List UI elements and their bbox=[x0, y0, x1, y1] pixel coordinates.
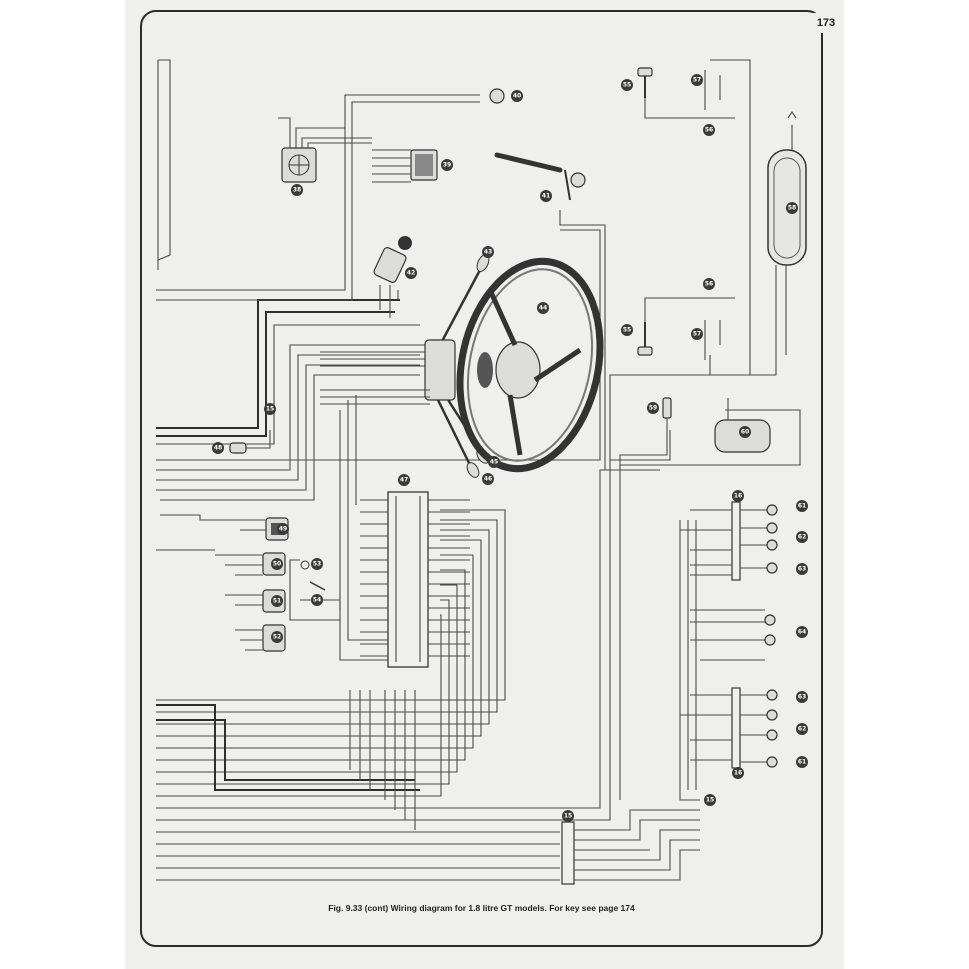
stalk-switches bbox=[320, 254, 490, 478]
svg-text:50: 50 bbox=[273, 561, 281, 568]
label-47: 47 bbox=[398, 474, 410, 486]
svg-text:59: 59 bbox=[649, 405, 657, 412]
handbrake-41 bbox=[494, 152, 606, 470]
svg-text:63: 63 bbox=[798, 694, 806, 701]
svg-text:16: 16 bbox=[734, 493, 742, 500]
svg-text:61: 61 bbox=[798, 503, 806, 510]
label-44: 44 bbox=[537, 302, 549, 314]
sender-40 bbox=[489, 88, 505, 104]
label-50: 50 bbox=[271, 558, 283, 570]
svg-text:16: 16 bbox=[734, 770, 742, 777]
plate-lights-64 bbox=[690, 609, 776, 661]
rear-light-cluster-bottom bbox=[679, 520, 778, 801]
label-61-top: 61 bbox=[796, 500, 808, 512]
label-43: 43 bbox=[482, 246, 494, 258]
label-59: 59 bbox=[647, 402, 659, 414]
svg-text:38: 38 bbox=[293, 187, 301, 194]
svg-text:46: 46 bbox=[484, 476, 492, 483]
label-15-left: 15 bbox=[264, 403, 276, 415]
label-55-top: 55 bbox=[621, 79, 633, 91]
svg-text:15: 15 bbox=[706, 797, 714, 804]
lamp-55-top bbox=[637, 59, 751, 375]
label-15-right: 15 bbox=[704, 794, 716, 806]
svg-text:39: 39 bbox=[443, 162, 451, 169]
label-63-top: 63 bbox=[796, 563, 808, 575]
switch-53 bbox=[289, 559, 340, 621]
connector-15-lower bbox=[561, 809, 700, 885]
label-55-bottom: 55 bbox=[621, 324, 633, 336]
label-41: 41 bbox=[540, 190, 552, 202]
label-48: 48 bbox=[212, 442, 224, 454]
svg-text:51: 51 bbox=[273, 598, 281, 605]
svg-text:52: 52 bbox=[273, 634, 281, 641]
label-63-bottom: 63 bbox=[796, 691, 808, 703]
label-49: 49 bbox=[277, 523, 289, 535]
figure-caption: Fig. 9.33 (cont) Wiring diagram for 1.8 … bbox=[328, 903, 635, 913]
label-16-top: 16 bbox=[732, 490, 744, 502]
fan-motor-38 bbox=[278, 117, 372, 183]
cigar-lighter-42 bbox=[373, 236, 412, 318]
label-42: 42 bbox=[405, 267, 417, 279]
svg-text:44: 44 bbox=[539, 305, 547, 312]
svg-text:54: 54 bbox=[313, 597, 321, 604]
fan-switch-39 bbox=[372, 149, 438, 183]
label-64: 64 bbox=[796, 626, 808, 638]
svg-text:57: 57 bbox=[693, 331, 701, 338]
svg-text:53: 53 bbox=[313, 561, 321, 568]
connector-48 bbox=[229, 430, 271, 454]
svg-text:61: 61 bbox=[798, 759, 806, 766]
label-38: 38 bbox=[291, 184, 303, 196]
svg-text:55: 55 bbox=[623, 327, 631, 334]
svg-text:62: 62 bbox=[798, 534, 806, 541]
svg-text:57: 57 bbox=[693, 77, 701, 84]
label-39: 39 bbox=[441, 159, 453, 171]
svg-text:41: 41 bbox=[542, 193, 550, 200]
label-16-bottom: 16 bbox=[732, 767, 744, 779]
page-number: 173 bbox=[809, 13, 843, 33]
svg-text:45: 45 bbox=[490, 459, 498, 466]
fuse-box-47 bbox=[339, 395, 470, 668]
label-57-bottom: 57 bbox=[691, 328, 703, 340]
svg-text:49: 49 bbox=[279, 526, 287, 533]
svg-text:15: 15 bbox=[564, 813, 572, 820]
svg-text:60: 60 bbox=[741, 429, 749, 436]
label-54: 54 bbox=[311, 594, 323, 606]
svg-text:48: 48 bbox=[214, 445, 222, 452]
label-57-top: 57 bbox=[691, 74, 703, 86]
svg-text:55: 55 bbox=[623, 82, 631, 89]
label-56-bottom: 56 bbox=[703, 278, 715, 290]
label-61-bottom: 61 bbox=[796, 756, 808, 768]
label-15-bottom: 15 bbox=[562, 810, 574, 822]
label-62-top: 62 bbox=[796, 531, 808, 543]
label-62-bottom: 62 bbox=[796, 723, 808, 735]
svg-text:40: 40 bbox=[513, 93, 521, 100]
svg-text:43: 43 bbox=[484, 249, 492, 256]
label-56-top: 56 bbox=[703, 124, 715, 136]
rear-light-cluster-top bbox=[680, 501, 778, 581]
svg-text:56: 56 bbox=[705, 281, 713, 288]
label-40: 40 bbox=[511, 90, 523, 102]
label-45: 45 bbox=[488, 456, 500, 468]
steering-wheel-44 bbox=[456, 257, 604, 473]
svg-text:56: 56 bbox=[705, 127, 713, 134]
dash-outline bbox=[157, 59, 171, 270]
svg-text:62: 62 bbox=[798, 726, 806, 733]
svg-text:42: 42 bbox=[407, 270, 415, 277]
svg-text:63: 63 bbox=[798, 566, 806, 573]
svg-text:47: 47 bbox=[400, 477, 408, 484]
label-53: 53 bbox=[311, 558, 323, 570]
label-60: 60 bbox=[739, 426, 751, 438]
svg-text:15: 15 bbox=[266, 406, 274, 413]
label-51: 51 bbox=[271, 595, 283, 607]
label-58: 58 bbox=[786, 202, 798, 214]
component-labels: 38 39 40 41 42 43 44 45 46 47 48 49 50 5… bbox=[212, 74, 808, 822]
sensor-59 bbox=[619, 397, 672, 800]
svg-text:64: 64 bbox=[798, 629, 806, 636]
left-wire-bundle bbox=[156, 94, 671, 881]
label-52: 52 bbox=[271, 631, 283, 643]
svg-text:58: 58 bbox=[788, 205, 796, 212]
diagram-frame bbox=[140, 10, 823, 947]
label-46: 46 bbox=[482, 473, 494, 485]
